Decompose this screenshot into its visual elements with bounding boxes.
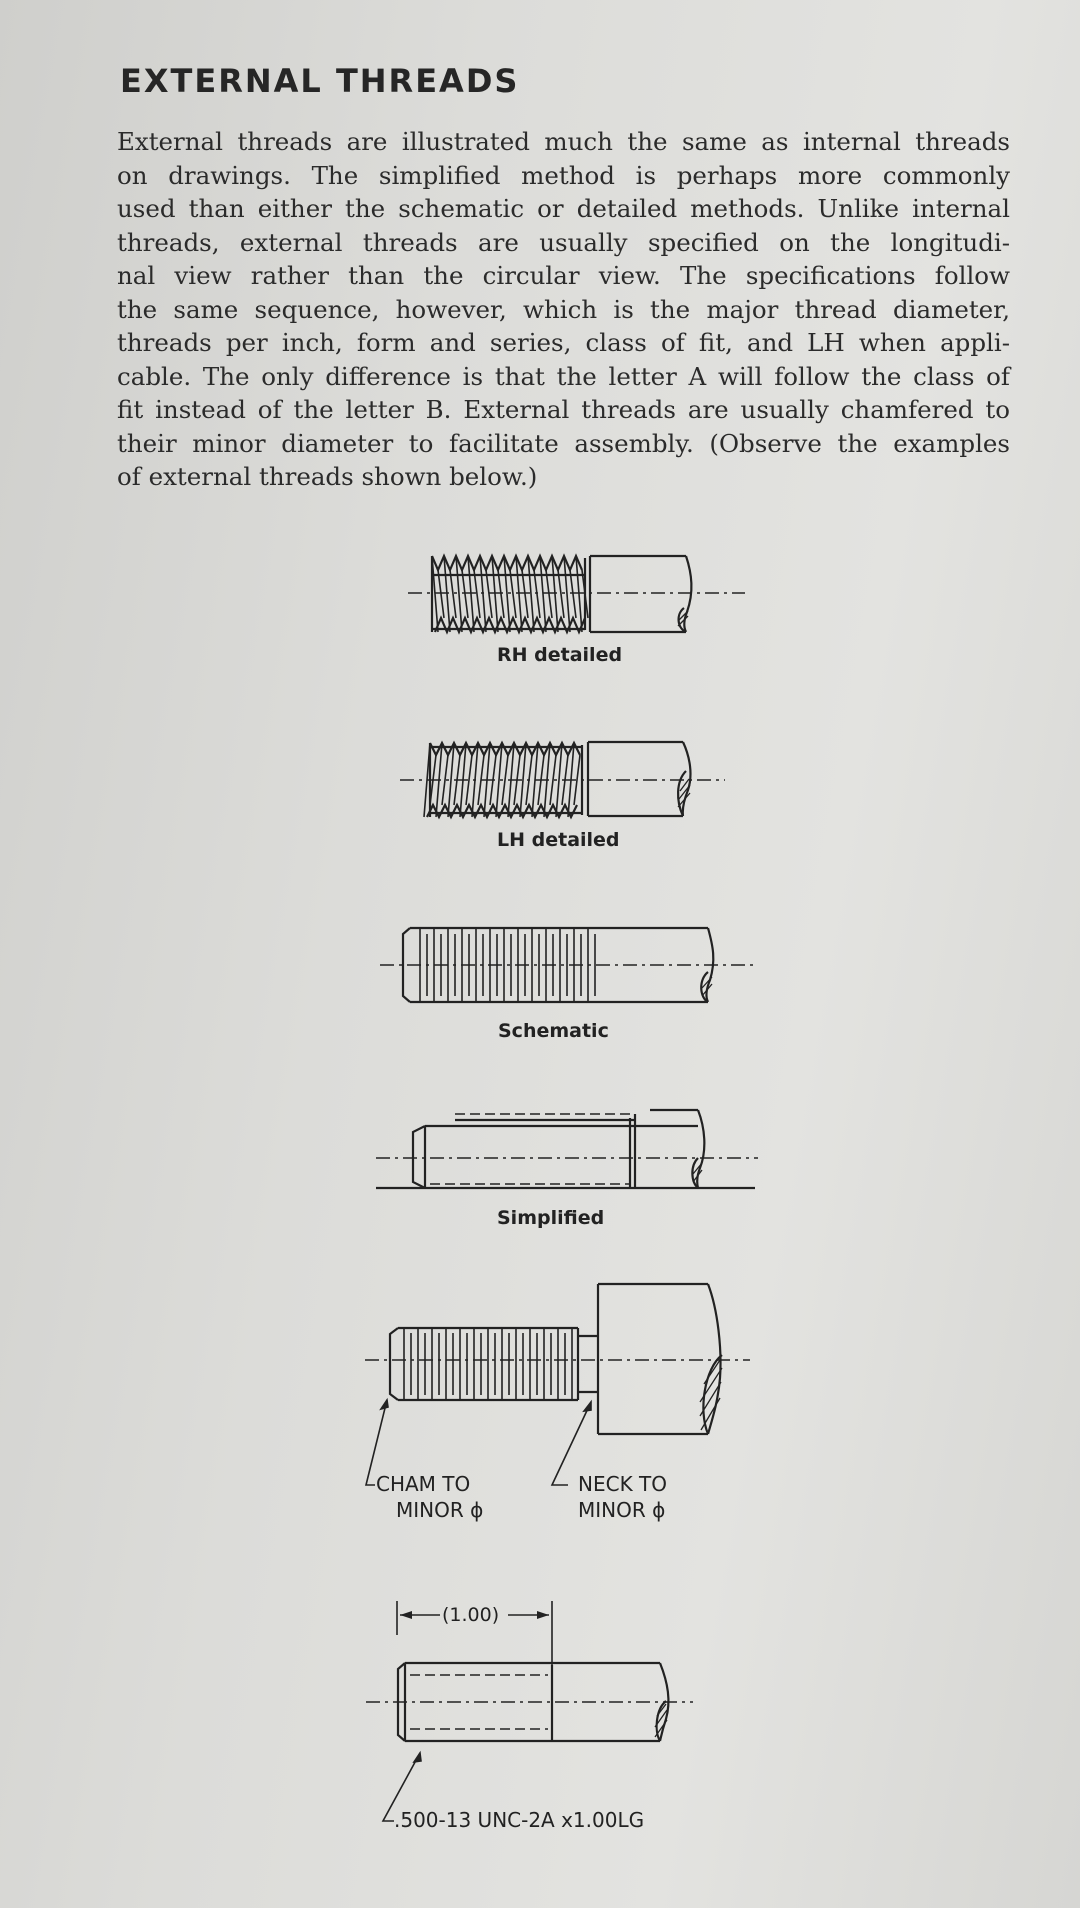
- figure-lh-detailed: LH detailed: [0, 735, 1080, 851]
- figure-chamfer-neck: CHAM TO MINOR ϕ NECK TO MINOR ϕ: [0, 1280, 1080, 1523]
- neck-note-line: MINOR ϕ: [578, 1498, 666, 1522]
- section-heading: EXTERNAL THREADS: [120, 62, 520, 100]
- figure-caption: LH detailed: [497, 829, 620, 851]
- paragraph-line: nal view rather than the circular view. …: [117, 261, 1010, 290]
- paragraph-line: threads, external threads are usually sp…: [117, 227, 1010, 257]
- section-hatch: [677, 610, 689, 627]
- chamfer-note-line: CHAM TO: [376, 1472, 471, 1496]
- leader-lines: [364, 1397, 592, 1486]
- lh-detailed-drawing: [400, 740, 725, 820]
- paragraph-line: fit instead of the letter B. External th…: [117, 395, 1010, 424]
- chamfer-note-line: MINOR ϕ: [396, 1498, 484, 1522]
- section-hatch: [654, 1703, 668, 1738]
- rh-detailed-drawing: [408, 553, 745, 635]
- simplified-drawing: [376, 1108, 758, 1190]
- chamfer-note: CHAM TO MINOR ϕ: [376, 1471, 483, 1523]
- chamfer-neck-drawing: [364, 1282, 750, 1486]
- dimension-value: (1.00): [442, 1604, 500, 1626]
- figure-caption: Simplified: [497, 1207, 605, 1229]
- paragraph-line: cable. The only difference is that the l…: [117, 361, 1010, 391]
- leader-lines: [381, 1750, 422, 1822]
- paragraph-line: of external threads shown below.): [117, 462, 538, 491]
- thread-profile: [423, 740, 581, 820]
- paragraph-line: the same sequence, however, which is the…: [117, 294, 1010, 324]
- figure-caption: Schematic: [498, 1020, 609, 1042]
- section-hatch: [692, 1162, 703, 1183]
- thread-crest-lines: [403, 1328, 573, 1400]
- section-hatch: [677, 778, 691, 808]
- thread-spec-note: .500-13 UNC-2A x1.00LG: [394, 1808, 645, 1832]
- body-paragraph: External threads are illustrated much th…: [117, 125, 1010, 494]
- paragraph-line: threads per inch, form and series, class…: [117, 328, 1010, 357]
- paragraph-line: External threads are illustrated much th…: [117, 127, 1010, 156]
- thread-callout-drawing: [366, 1601, 693, 1822]
- paragraph-line: on drawings. The simplified method is pe…: [117, 160, 1010, 190]
- schematic-drawing: [380, 926, 758, 1004]
- figure-caption: RH detailed: [497, 644, 623, 666]
- thread-crest-lines: [419, 928, 596, 1002]
- neck-note-line: NECK TO: [578, 1472, 667, 1496]
- section-hatch: [699, 1359, 723, 1431]
- paragraph-line: used than either the schematic or detail…: [117, 194, 1010, 223]
- paragraph-line: their minor diameter to facilitate assem…: [117, 428, 1010, 458]
- figure-schematic: Schematic: [0, 920, 1080, 1045]
- neck-note: NECK TO MINOR ϕ: [578, 1471, 667, 1523]
- figure-simplified: Simplified: [0, 1100, 1080, 1230]
- thread-profile: [430, 553, 589, 635]
- figure-rh-detailed: RH detailed: [0, 548, 1080, 668]
- figure-thread-callout: (1.00) .500-13 UNC-2A x1.00LG: [0, 1595, 1080, 1835]
- section-hatch: [701, 976, 713, 997]
